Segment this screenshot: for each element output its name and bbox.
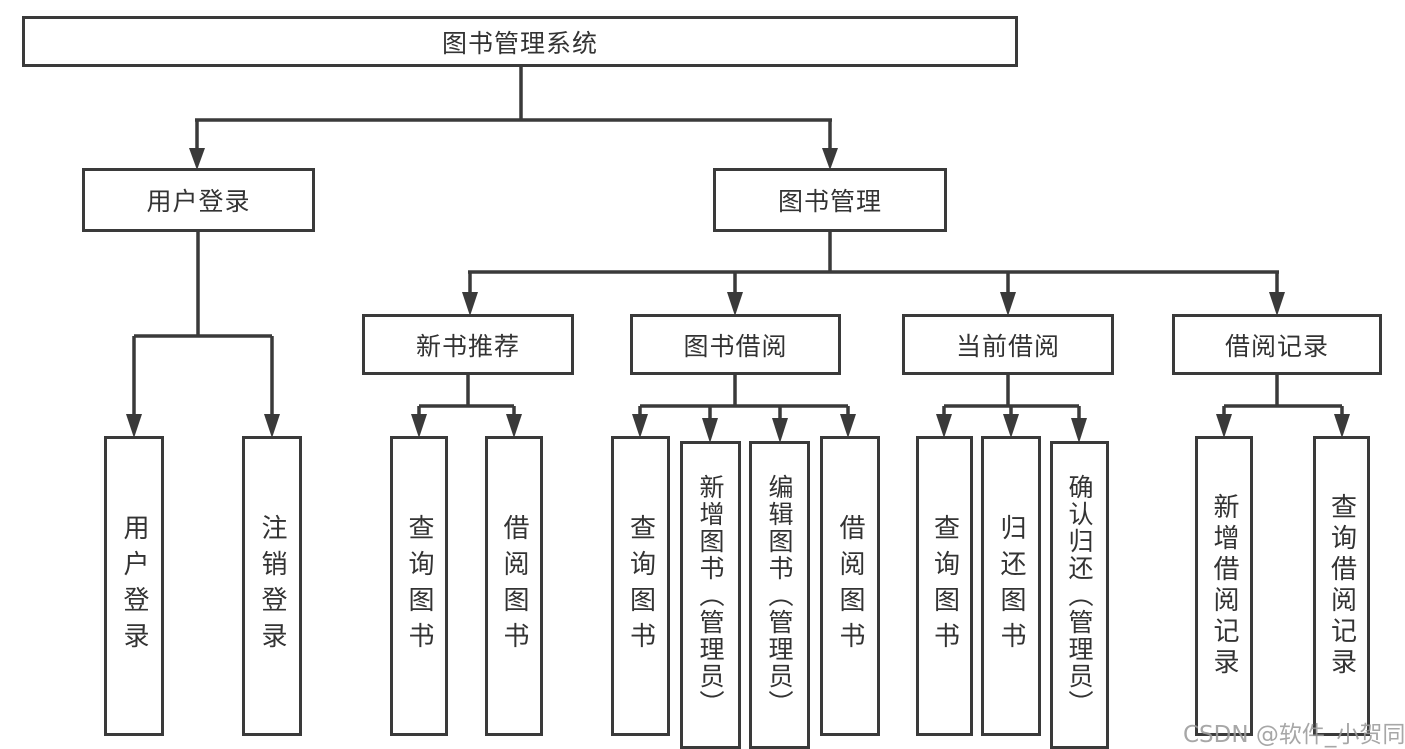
node-leaf-confirm-return-admin-label: 确认归还（管理员） <box>1065 473 1094 717</box>
node-book-borrow: 图书借阅 <box>630 314 841 375</box>
node-user-login: 用户登录 <box>82 168 315 232</box>
node-user-login-label: 用户登录 <box>146 187 251 216</box>
watermark: CSDN @软件_小贺同学 <box>1183 722 1405 748</box>
node-leaf-search-book-2-label: 查询图书 <box>625 514 656 658</box>
node-leaf-return-book: 归还图书 <box>981 436 1041 736</box>
node-leaf-edit-book-admin: 编辑图书（管理员） <box>749 441 810 749</box>
node-leaf-add-book-admin-label: 新增图书（管理员） <box>696 473 725 717</box>
node-leaf-add-borrow-record: 新增借阅记录 <box>1195 436 1253 736</box>
connector-user-login-children <box>126 232 280 438</box>
node-current-borrow: 当前借阅 <box>902 314 1114 375</box>
node-leaf-search-book-3-label: 查询图书 <box>929 514 960 658</box>
connector-root-to-level2 <box>189 67 838 170</box>
node-leaf-search-book-1: 查询图书 <box>390 436 448 736</box>
node-leaf-user-login: 用户登录 <box>104 436 164 736</box>
connector-borrow-record-children <box>1216 375 1350 438</box>
node-root: 图书管理系统 <box>22 16 1018 67</box>
node-leaf-borrow-book-1-label: 借阅图书 <box>499 514 529 658</box>
node-leaf-confirm-return-admin: 确认归还（管理员） <box>1050 441 1109 749</box>
node-leaf-search-book-2: 查询图书 <box>611 436 670 736</box>
node-leaf-logout: 注销登录 <box>242 436 302 736</box>
node-leaf-borrow-book-1: 借阅图书 <box>485 436 543 736</box>
node-leaf-borrow-book-2-label: 借阅图书 <box>835 514 865 658</box>
node-leaf-logout-label: 注销登录 <box>257 514 287 658</box>
node-current-borrow-label: 当前借阅 <box>955 331 1060 361</box>
node-borrow-record: 借阅记录 <box>1172 314 1382 375</box>
node-new-book-recommend-label: 新书推荐 <box>415 331 520 361</box>
connector-current-borrow-children <box>936 375 1087 443</box>
node-book-borrow-label: 图书借阅 <box>683 331 788 361</box>
node-root-label: 图书管理系统 <box>441 28 598 58</box>
node-leaf-search-borrow-record-label: 查询借阅记录 <box>1326 493 1357 679</box>
connector-new-book-children <box>411 375 522 438</box>
node-leaf-search-book-1-label: 查询图书 <box>404 514 434 658</box>
node-leaf-search-book-3: 查询图书 <box>916 436 973 736</box>
node-book-mgmt-label: 图书管理 <box>777 187 882 216</box>
node-leaf-add-borrow-record-label: 新增借阅记录 <box>1209 493 1239 679</box>
node-leaf-add-book-admin: 新增图书（管理员） <box>680 441 741 749</box>
node-leaf-edit-book-admin-label: 编辑图书（管理员） <box>765 473 794 717</box>
connector-book-borrow-children <box>632 375 856 443</box>
node-leaf-borrow-book-2: 借阅图书 <box>820 436 880 736</box>
node-leaf-return-book-label: 归还图书 <box>996 514 1026 658</box>
node-book-mgmt: 图书管理 <box>713 168 947 232</box>
node-leaf-user-login-label: 用户登录 <box>119 514 149 658</box>
node-borrow-record-label: 借阅记录 <box>1224 331 1329 361</box>
node-leaf-search-borrow-record: 查询借阅记录 <box>1313 436 1370 736</box>
node-new-book-recommend: 新书推荐 <box>362 314 574 375</box>
connector-book-mgmt-children <box>462 232 1285 316</box>
